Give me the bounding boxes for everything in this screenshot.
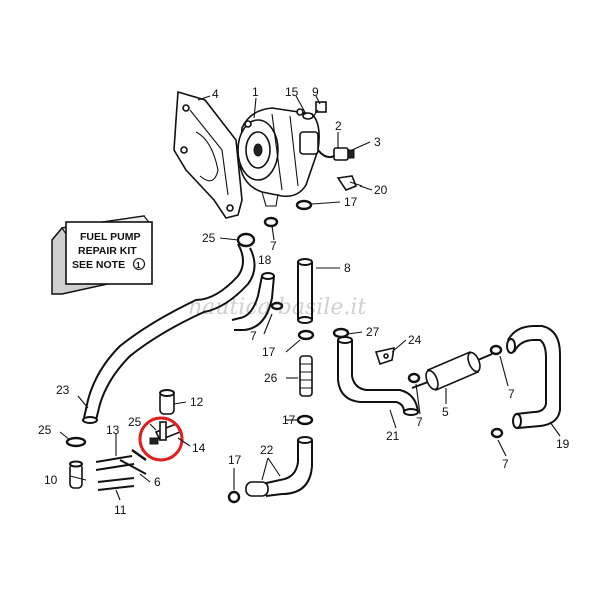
- repair-kit-box: FUEL PUMP REPAIR KIT SEE NOTE 1: [51, 215, 154, 295]
- kit-note-symbol: 1: [136, 261, 141, 270]
- watermark-text: nautica basile.it: [188, 295, 366, 320]
- callout-5: 5: [442, 405, 449, 419]
- callout-11: 11: [114, 503, 127, 517]
- fuel-pump-part-1: [237, 107, 320, 207]
- callout-24: 24: [408, 333, 422, 347]
- callout-25-mid: 25: [128, 415, 142, 429]
- fitting-part-10: [69, 460, 83, 489]
- callout-17-top: 17: [344, 195, 358, 209]
- clamp-part-7-b: [270, 301, 284, 311]
- callout-14: 14: [192, 441, 206, 455]
- hose-section-part-13: [95, 455, 135, 471]
- clamp-part-7-a: [263, 216, 279, 228]
- clamp-part-17-low: [296, 414, 314, 426]
- callout-9: 9: [312, 85, 319, 99]
- clamp-part-7-c: [407, 372, 421, 384]
- bracket-part-24: [374, 346, 395, 366]
- fuel-filter-part-5: [411, 350, 493, 392]
- callout-27: 27: [366, 325, 380, 339]
- callout-12: 12: [190, 395, 204, 409]
- callout-7-bottom-right: 7: [502, 457, 509, 471]
- note-circle-icon: [132, 257, 146, 271]
- hose-part-23: [82, 243, 256, 424]
- callout-7-near-18: 7: [250, 329, 257, 343]
- callout-7-under-pump: 7: [270, 239, 277, 253]
- callout-25-top: 25: [202, 231, 216, 245]
- callout-20: 20: [374, 183, 388, 197]
- screw-part-9: [311, 101, 327, 119]
- callout-17-bottom: 17: [228, 453, 242, 467]
- callout-17-mid: 17: [262, 345, 276, 359]
- callout-1: 1: [252, 85, 259, 99]
- callout-7-filter-right: 7: [508, 387, 515, 401]
- callout-19: 19: [556, 437, 570, 451]
- hose-part-22: [245, 436, 313, 497]
- callout-15: 15: [285, 85, 299, 99]
- callout-21: 21: [386, 429, 400, 443]
- hose-section-part-11: [97, 477, 135, 491]
- callout-18: 18: [258, 253, 272, 267]
- clamp-part-17-mid: [297, 329, 315, 341]
- bracket-part-4: [173, 90, 243, 219]
- kit-label-line1: FUEL PUMP: [80, 231, 140, 243]
- hose-part-19: [506, 325, 561, 429]
- highlight-circle: [138, 416, 184, 462]
- clamp-part-7-e: [490, 427, 504, 439]
- callout-26: 26: [264, 371, 278, 385]
- callout-25-left: 25: [38, 423, 52, 437]
- clamp-part-17-bottom: [227, 490, 241, 504]
- callout-10: 10: [44, 473, 58, 487]
- hose-part-21: [337, 336, 419, 416]
- connector-part-26: [299, 355, 313, 397]
- washer-part-15: [302, 112, 314, 120]
- kit-label-line3: SEE NOTE: [72, 259, 125, 271]
- hose-section-part-6: [119, 459, 147, 475]
- callout-8: 8: [344, 261, 351, 275]
- clamp-part-25-c: [131, 449, 147, 461]
- callout-22: 22: [260, 443, 274, 457]
- callout-17-low: 17: [282, 413, 296, 427]
- clamp-part-27: [332, 327, 350, 339]
- callout-23: 23: [56, 383, 70, 397]
- clamp-part-25-b: [65, 436, 87, 448]
- callout-leaders: [59, 95, 561, 501]
- clamp-part-17-top: [295, 199, 313, 211]
- callout-6: 6: [154, 475, 161, 489]
- callout-3: 3: [374, 135, 381, 149]
- tube-part-12: [159, 389, 175, 415]
- callout-numbers: 4 1 15 9 2 3 20 17 25 7 18 8 7 27 17 24 …: [38, 85, 570, 517]
- clamp-part-25-a: [236, 232, 256, 248]
- callout-13: 13: [106, 423, 120, 437]
- clamp-part-7-d: [489, 344, 503, 356]
- callout-4: 4: [212, 87, 219, 101]
- hose-part-18: [231, 272, 275, 331]
- clip-part-20: [336, 175, 363, 191]
- callout-2: 2: [335, 119, 342, 133]
- kit-label-line2: REPAIR KIT: [78, 245, 137, 257]
- hose-part-8: [297, 258, 313, 324]
- fitting-part-2-3: [317, 147, 355, 161]
- callout-7-filter-left: 7: [416, 415, 423, 429]
